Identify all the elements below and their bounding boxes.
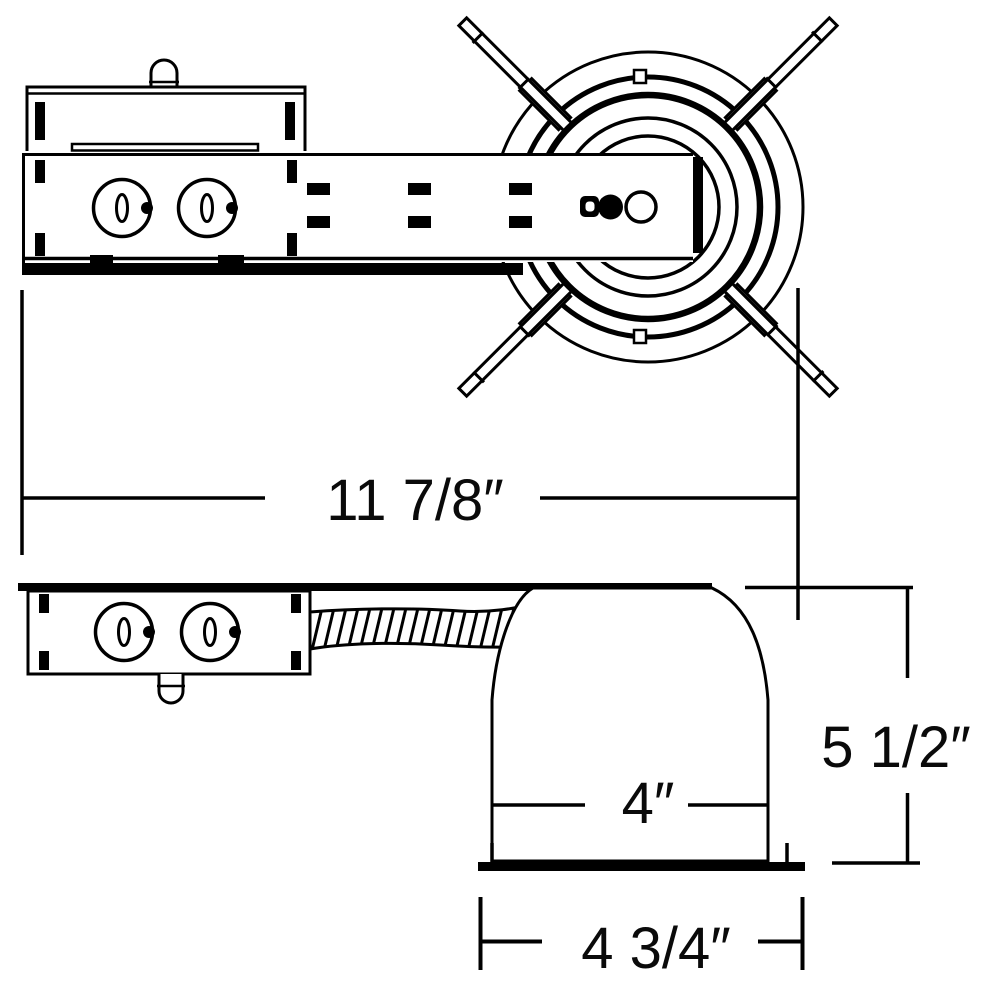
mounting-bar <box>22 153 703 275</box>
dimension-aperture: 4″ <box>492 771 768 836</box>
dimension-housing-height: 5 1/2″ <box>745 585 971 865</box>
torsion-spring-arm-lower-left <box>456 268 587 399</box>
dimension-overall-length: 11 7/8″ <box>20 288 800 620</box>
top-view <box>22 15 840 399</box>
dimension-aperture-label: 4″ <box>622 771 675 836</box>
dimension-annotations: 11 7/8″ 5 1/2″ 4″ 4 3/4″ <box>20 288 971 981</box>
junction-box-tab-bottom <box>157 674 185 705</box>
flex-conduit <box>308 602 536 651</box>
junction-box-lid <box>70 142 260 152</box>
can-housing <box>490 586 770 863</box>
torsion-spring-arm-upper-left <box>456 15 587 146</box>
junction-box-side <box>26 589 312 705</box>
junction-box-tab-top <box>149 58 179 87</box>
dimension-housing-height-label: 5 1/2″ <box>821 715 971 780</box>
junction-box-top <box>25 58 307 152</box>
bar-mounting-slots <box>35 160 532 266</box>
frame-line <box>18 583 712 591</box>
torsion-spring-arm-upper-right <box>709 15 840 146</box>
junction-box-corner-tabs <box>39 594 301 670</box>
trim-notch-bottom <box>632 328 648 345</box>
torsion-spring-arms <box>456 15 840 399</box>
adjustment-screw <box>580 190 658 224</box>
conduit-hatching <box>310 607 528 649</box>
bar-end-plate <box>693 157 703 253</box>
trim-flange <box>478 862 805 871</box>
junction-box-knockouts <box>93 601 241 663</box>
dimension-flange-width-label: 4 3/4″ <box>581 916 731 981</box>
bar-knockouts <box>91 177 238 239</box>
bar-bottom-flange <box>22 263 523 275</box>
dimension-overall-length-label: 11 7/8″ <box>326 468 503 533</box>
dimension-flange-width: 4 3/4″ <box>478 897 805 981</box>
trim-notch-top <box>632 68 648 85</box>
side-view <box>18 583 805 871</box>
